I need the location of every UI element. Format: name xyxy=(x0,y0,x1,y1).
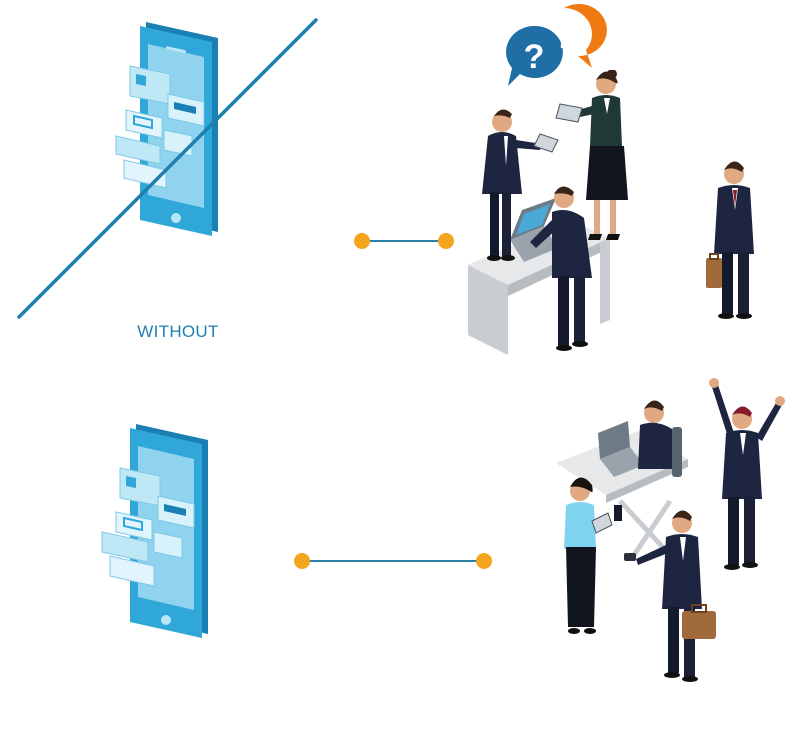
connector-dot-left-icon xyxy=(294,553,310,569)
office-scene-happy xyxy=(556,378,785,682)
connector-bottom xyxy=(294,553,492,569)
question-mark-orange: ? xyxy=(554,18,575,56)
office-scene-confused xyxy=(468,70,754,355)
connector-dot-left-icon xyxy=(354,233,370,249)
question-mark-blue: ? xyxy=(524,38,545,76)
label-without: WITHOUT xyxy=(137,322,219,341)
question-bubbles: ? ? xyxy=(506,4,607,86)
phone-top-illustration xyxy=(115,22,218,236)
connector-top xyxy=(354,233,454,249)
phone-bottom-illustration xyxy=(101,424,208,638)
question-bubble-orange-icon xyxy=(564,4,607,68)
connector-dot-right-icon xyxy=(476,553,492,569)
connector-dot-right-icon xyxy=(438,233,454,249)
question-bubble-blue-icon xyxy=(506,25,563,86)
